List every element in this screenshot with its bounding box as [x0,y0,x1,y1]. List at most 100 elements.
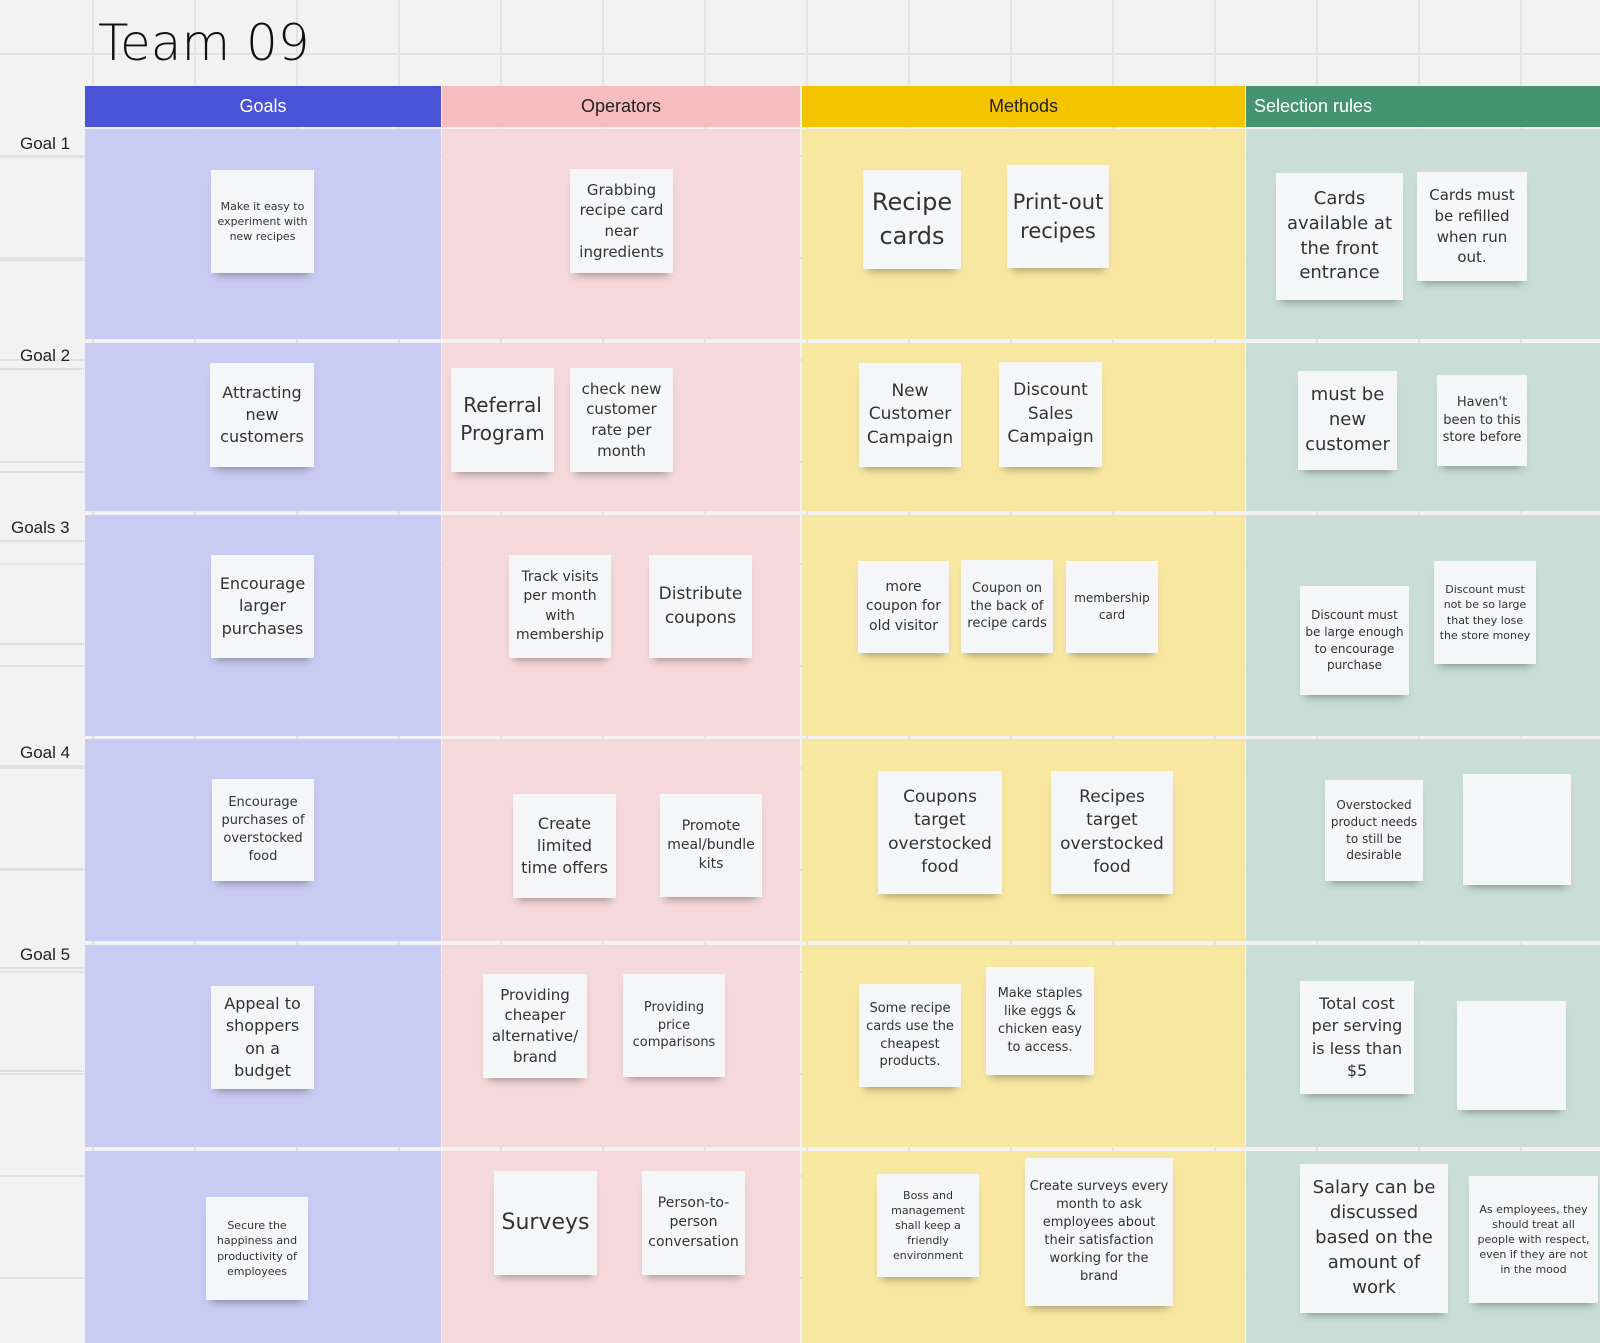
sticky-note[interactable] [1457,1001,1566,1110]
sticky-note-text: Surveys [501,1209,590,1235]
sticky-note-text: Recipes target overstocked food [1060,786,1164,877]
sticky-note-text: Recipe cards [871,188,953,250]
sticky-note[interactable]: Boss and management shall keep a friendl… [877,1174,979,1277]
sticky-note-text: Boss and management shall keep a friendl… [891,1188,965,1263]
row-divider [0,156,84,158]
sticky-note-text: Attracting new customers [220,382,304,447]
sticky-note-text: Person-to-person conversation [648,1195,739,1250]
sticky-note[interactable]: Providing price comparisons [623,974,725,1077]
cell [802,1151,1245,1343]
sticky-note[interactable]: Make staples like eggs & chicken easy to… [986,967,1094,1075]
sticky-note-text: Salary can be discussed based on the amo… [1312,1177,1436,1298]
row-label: Goals 3 [11,518,70,537]
column-header-methods: Methods [802,86,1245,127]
sticky-note-text: Some recipe cards use the cheapest produ… [866,1000,954,1070]
sticky-note-text: Referral Program [460,393,545,445]
sticky-note-text: Coupon on the back of recipe cards [967,580,1047,632]
row-label: Goal 4 [20,743,71,762]
sticky-note[interactable]: Referral Program [451,368,554,472]
row-divider [0,540,84,542]
sticky-note[interactable]: New Customer Campaign [859,363,961,467]
sticky-note-text: Create surveys every month to ask employ… [1029,1179,1169,1284]
sticky-note[interactable]: Salary can be discussed based on the amo… [1300,1164,1448,1313]
sticky-note[interactable]: must be new customer [1298,371,1397,470]
sticky-note-text: Encourage purchases of overstocked food [221,795,305,864]
row-divider [0,967,84,969]
sticky-note[interactable]: Appeal to shoppers on a budget [211,986,314,1089]
sticky-note[interactable]: Discount must not be so large that they … [1434,561,1536,664]
sticky-note-text: Overstocked product needs to still be de… [1330,798,1418,863]
sticky-note-text: Providing cheaper alternative/ brand [491,985,579,1066]
sticky-note-text: Make it easy to experiment with new reci… [217,199,308,244]
sticky-note[interactable]: Recipe cards [863,170,961,269]
sticky-note-text: Create limited time offers [521,813,608,878]
row-label: Goal 5 [20,945,71,964]
sticky-note[interactable]: Cards available at the front entrance [1276,173,1403,300]
sticky-note-text: As employees, they should treat all peop… [1477,1202,1590,1277]
column-header-operators: Operators [442,86,800,127]
sticky-note-text: Distribute coupons [658,584,743,628]
column-header-goals: Goals [85,86,441,127]
row-divider [0,643,84,645]
sticky-note[interactable]: Attracting new customers [210,363,314,467]
sticky-note-text: must be new customer [1305,384,1390,455]
sticky-note-text: Coupons target overstocked food [888,786,992,877]
row-divider [0,1070,84,1072]
sticky-note-text: Print-out recipes [1012,189,1104,243]
sticky-note[interactable]: Print-out recipes [1007,165,1109,268]
sticky-note[interactable]: Distribute coupons [649,555,752,658]
sticky-note-text: Encourage larger purchases [219,574,306,638]
sticky-note[interactable]: Total cost per serving is less than $5 [1300,981,1414,1094]
sticky-note[interactable]: Track visits per month with membership [509,555,611,658]
sticky-note[interactable]: Encourage purchases of overstocked food [212,779,314,881]
sticky-note[interactable]: Create surveys every month to ask employ… [1025,1158,1173,1306]
column-header-selection-rules: Selection rules [1246,86,1600,127]
sticky-note-text: Cards must be refilled when run out. [1429,186,1515,267]
sticky-note[interactable]: As employees, they should treat all peop… [1469,1176,1598,1303]
sticky-note[interactable]: Coupon on the back of recipe cards [961,560,1053,653]
sticky-note[interactable]: Coupons target overstocked food [878,771,1002,894]
sticky-note[interactable] [1463,774,1571,885]
sticky-note[interactable]: Person-to-person conversation [642,1171,745,1275]
sticky-note-text: Discount Sales Campaign [1007,380,1094,448]
sticky-note-text: more coupon for old visitor [865,579,942,634]
row-divider [0,368,84,370]
sticky-note[interactable]: Some recipe cards use the cheapest produ… [859,984,961,1087]
sticky-note[interactable]: Cards must be refilled when run out. [1417,172,1527,281]
sticky-note-text: New Customer Campaign [866,380,954,448]
sticky-note[interactable]: Encourage larger purchases [211,555,314,658]
sticky-note-text: Make staples like eggs & chicken easy to… [997,986,1083,1055]
sticky-note[interactable]: Create limited time offers [513,794,616,898]
sticky-note[interactable]: membership card [1066,561,1158,653]
sticky-note-text: Track visits per month with membership [515,568,605,643]
sticky-note-text: Cards available at the front entrance [1286,187,1393,284]
row-divider [0,765,84,767]
sticky-note[interactable]: Promote meal/bundle kits [660,794,762,897]
sticky-note[interactable]: more coupon for old visitor [858,561,949,653]
row-divider [0,259,84,261]
sticky-note-text: Appeal to shoppers on a budget [224,994,301,1080]
sticky-note-text: Providing price comparisons [632,999,716,1051]
sticky-note[interactable]: Grabbing recipe card near ingredients [570,169,673,273]
sticky-note[interactable]: Surveys [494,1171,597,1275]
sticky-note-text: Total cost per serving is less than $5 [1311,994,1403,1080]
cell [802,739,1245,941]
sticky-note[interactable]: Secure the happiness and productivity of… [206,1197,308,1300]
sticky-note[interactable]: Overstocked product needs to still be de… [1325,780,1423,881]
sticky-note[interactable]: check new customer rate per month [570,368,673,472]
sticky-note[interactable]: Providing cheaper alternative/ brand [483,974,587,1078]
sticky-note[interactable]: Discount Sales Campaign [999,362,1102,467]
sticky-note-text: Haven't been to this store before [1442,394,1522,446]
sticky-note-text: check new customer rate per month [581,379,662,460]
sticky-note[interactable]: Recipes target overstocked food [1051,771,1173,894]
sticky-note[interactable]: Discount must be large enough to encoura… [1300,586,1409,695]
board-title: Team 09 [98,14,310,72]
sticky-note-text: Promote meal/bundle kits [667,817,755,873]
sticky-note-text: Discount must not be so large that they … [1439,583,1531,642]
sticky-note-text: Secure the happiness and productivity of… [216,1219,298,1278]
sticky-note-text: Discount must be large enough to encoura… [1305,608,1404,673]
sticky-note[interactable]: Haven't been to this store before [1437,375,1527,466]
sticky-note-text: Grabbing recipe card near ingredients [579,180,664,261]
sticky-note-text: membership card [1074,591,1150,622]
sticky-note[interactable]: Make it easy to experiment with new reci… [211,170,314,273]
